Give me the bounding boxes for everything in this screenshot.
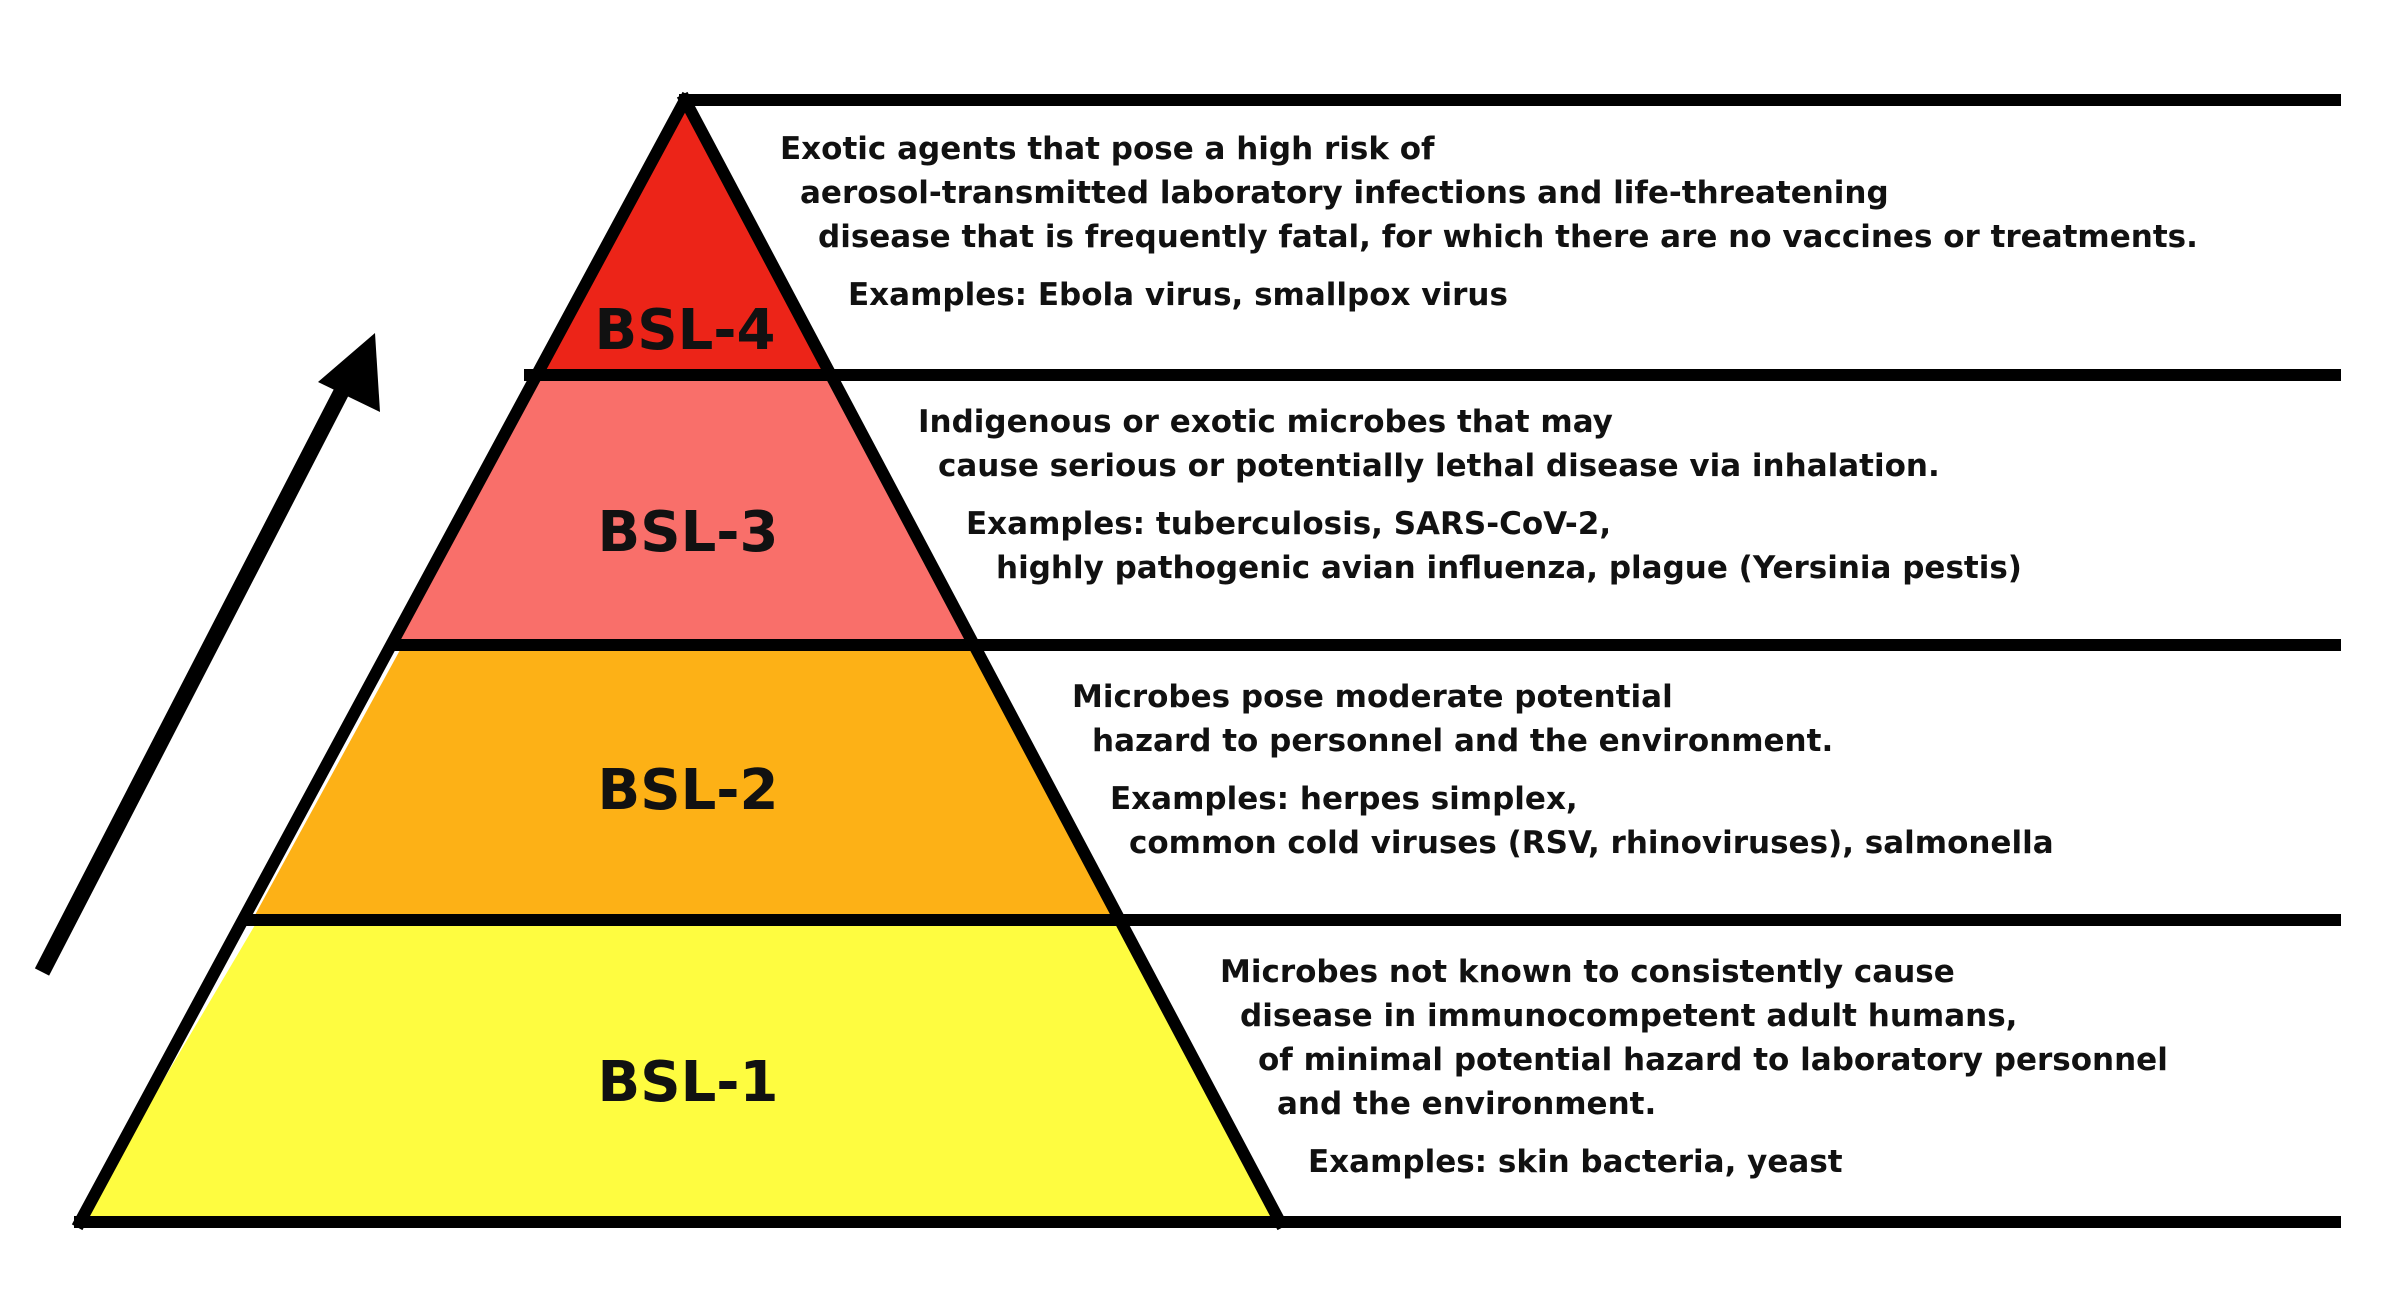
description-line: disease that is frequently fatal, for wh… — [818, 219, 2198, 255]
tier-description-bsl1: Microbes not known to consistently cause… — [1220, 950, 2168, 1184]
examples-line: Examples: skin bacteria, yeast — [1308, 1144, 1843, 1180]
description-line: cause serious or potentially lethal dise… — [938, 448, 1940, 484]
tier-label-bsl4: BSL-4 — [594, 298, 776, 363]
examples-line: highly pathogenic avian influenza, plagu… — [996, 550, 2022, 586]
description-line: Microbes pose moderate potential — [1072, 679, 1673, 715]
tier-description-bsl4: Exotic agents that pose a high risk of a… — [780, 127, 2198, 317]
description-line: disease in immunocompetent adult humans, — [1240, 998, 2018, 1034]
tier-description-bsl3: Indigenous or exotic microbes that may c… — [918, 400, 2022, 590]
description-line: Microbes not known to consistently cause — [1220, 954, 1955, 990]
description-line: Exotic agents that pose a high risk of — [780, 131, 1435, 167]
tier-bsl2-fill — [255, 650, 1120, 915]
examples-line: Examples: herpes simplex, — [1110, 781, 1578, 817]
description-line: of minimal potential hazard to laborator… — [1258, 1042, 2168, 1078]
pyramid-outline — [71, 91, 2341, 1231]
description-line: hazard to personnel and the environment. — [1092, 723, 1834, 759]
tier-bsl1-fill — [82, 925, 1280, 1218]
tier-description-bsl2: Microbes pose moderate potential hazard … — [1072, 675, 2054, 865]
description-line: and the environment. — [1277, 1086, 1657, 1122]
examples-line: common cold viruses (RSV, rhinoviruses),… — [1129, 825, 2054, 861]
tier-bsl3-fill — [400, 380, 973, 640]
tier-label-bsl1: BSL-1 — [597, 1050, 779, 1115]
increasing-level-arrow-icon — [34, 333, 380, 976]
examples-line: Examples: tuberculosis, SARS-CoV-2, — [966, 506, 1612, 542]
description-line: Indigenous or exotic microbes that may — [918, 404, 1613, 440]
tier-label-bsl2: BSL-2 — [597, 758, 779, 823]
examples-line: Examples: Ebola virus, smallpox virus — [848, 277, 1508, 313]
tier-bsl4-fill — [535, 105, 827, 370]
tier-label-bsl3: BSL-3 — [597, 500, 779, 565]
description-line: aerosol-transmitted laboratory infection… — [800, 175, 1889, 211]
